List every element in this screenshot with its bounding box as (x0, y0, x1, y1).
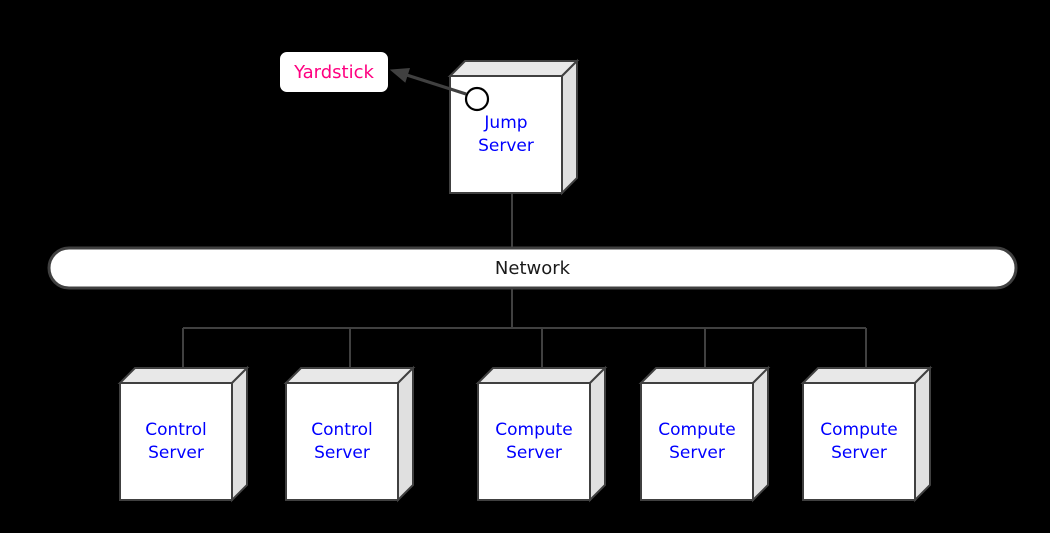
compute-server-2-label-line-2: Server (669, 443, 725, 463)
compute-server-1-side-face (589, 365, 606, 503)
control-server-2-label-line-2: Server (314, 443, 370, 463)
control-server-1-label-line-1: Control (145, 420, 206, 440)
compute-server-2-side-face (752, 365, 769, 503)
compute-server-2-top-face (638, 367, 771, 384)
annotation-arrow-shaft (403, 72, 467, 96)
control-server-2-label-line-1: Control (311, 420, 372, 440)
yardstick-label-text: Yardstick (293, 62, 374, 83)
jump-server-label-line-2: Server (478, 136, 534, 156)
annotation-arrow-head (389, 67, 411, 83)
compute-server-1-front-face (477, 382, 591, 501)
control-server-2-side-face (397, 365, 414, 503)
compute-server-3-label-line-2: Server (831, 443, 887, 463)
compute-server-1-label-line-2: Server (506, 443, 562, 463)
network-node[interactable]: Network (47, 246, 1018, 290)
compute-server-3-label-line-1: Compute (820, 420, 898, 440)
yardstick-annotation-group[interactable]: Yardstick (278, 50, 490, 112)
control-server-1-side-face (231, 365, 248, 503)
yardstick-label-box[interactable] (278, 50, 390, 94)
control-server-2-front-face (285, 382, 399, 501)
control-server-2-top-face (283, 367, 416, 384)
control-server-1-label-line-2: Server (148, 443, 204, 463)
compute-server-1-label-line-1: Compute (495, 420, 573, 440)
jump-server-top-face (447, 60, 580, 77)
control-server-1-front-face (119, 382, 233, 501)
control-server-1-top-face (117, 367, 250, 384)
server-nodes: JumpServerControlServerControlServerComp… (117, 58, 933, 503)
compute-server-3-side-face (914, 365, 931, 503)
network-bar[interactable] (47, 246, 1018, 290)
compute-server-1-top-face (475, 367, 608, 384)
compute-server-2-label-line-1: Compute (658, 420, 736, 440)
compute-server-3-top-face (800, 367, 933, 384)
annotation-anchor-circle[interactable] (464, 86, 490, 112)
jump-server-label-line-1: Jump (483, 113, 527, 133)
connector-lines (182, 193, 867, 370)
network-label: Network (495, 258, 571, 279)
compute-server-2-front-face (640, 382, 754, 501)
jump-server-side-face (561, 58, 578, 196)
compute-server-3-front-face (802, 382, 916, 501)
